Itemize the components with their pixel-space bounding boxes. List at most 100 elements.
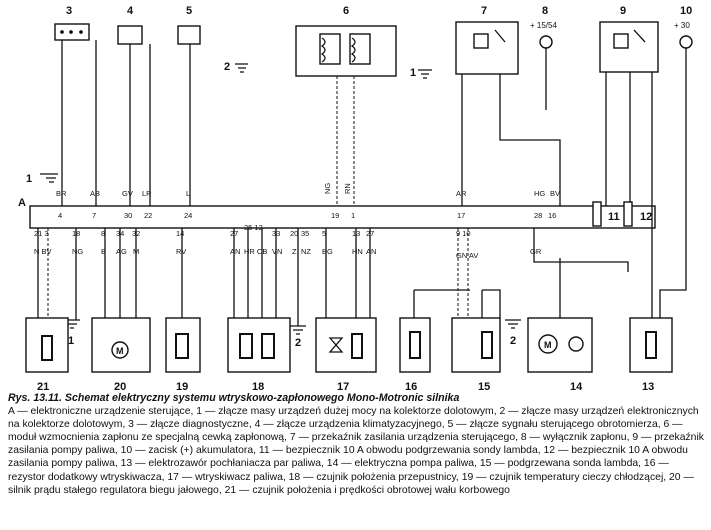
- component-3-diagnostic-connector: 3: [54, 5, 90, 41]
- ground-label: 2: [224, 61, 230, 73]
- top-pin-wire: GV: [122, 189, 133, 198]
- bottom-pin-wire: NZ: [301, 247, 311, 256]
- component-18-throttle-sensor: 18: [227, 317, 291, 392]
- ground-label: 1: [26, 173, 32, 185]
- bottom-pin-num: 9 10: [456, 229, 471, 238]
- bottom-pin-num: 8: [101, 229, 105, 238]
- top-pin-num: 30: [124, 211, 132, 220]
- component-10-supply: + 30: [674, 21, 690, 30]
- top-pin-wire: AR: [456, 189, 467, 198]
- fuse-11-label: 11: [608, 211, 620, 223]
- caption-title: Rys. 13.11. Schemat elektryczny systemu …: [8, 392, 460, 404]
- bottom-pin-num: GR: [530, 247, 542, 256]
- bottom-pin-wire: NG: [72, 247, 83, 256]
- ecu-label: A: [18, 197, 26, 209]
- component-9-label: 9: [620, 5, 626, 17]
- top-pin-wire: RN: [343, 183, 352, 194]
- component-19-coolant-sensor: 19: [165, 317, 201, 392]
- component-10-label: 10: [680, 5, 692, 17]
- caption-body: A — elektroniczne urządzenie sterujące, …: [8, 406, 704, 496]
- bottom-pin-wire: BG: [322, 247, 333, 256]
- top-pin-wire: BV: [550, 189, 560, 198]
- bottom-pin-wire: B: [101, 247, 106, 256]
- component-5-tach-connector: 5: [177, 5, 201, 45]
- component-15-lambda-sensor: 15: [451, 317, 501, 392]
- bottom-pin-wire: VN: [272, 247, 282, 256]
- top-pin-num: 24: [184, 211, 192, 220]
- top-pin-num: 28: [534, 211, 542, 220]
- top-pin-num: 1: [351, 211, 355, 220]
- top-pin-num: 16: [548, 211, 556, 220]
- top-pin-wire: LR: [142, 189, 152, 198]
- pump-motor-icon: M: [544, 340, 552, 350]
- component-9-fuel-pump-relay: 9: [599, 5, 659, 73]
- component-15-label: 15: [478, 381, 490, 392]
- top-pin-wire: L: [186, 189, 190, 198]
- ground-label: 1: [68, 335, 74, 347]
- ground-label: 1: [410, 67, 416, 79]
- ground-symbol: 1: [410, 67, 432, 79]
- top-pin-wire: BR: [56, 189, 67, 198]
- top-pin-num: 7: [92, 211, 96, 220]
- top-pin-wire: AB: [90, 189, 100, 198]
- component-7-ecu-relay: 7: [455, 5, 519, 75]
- component-17-label: 17: [337, 381, 349, 392]
- bottom-pin-wire: AG: [116, 247, 127, 256]
- component-7-label: 7: [481, 5, 487, 17]
- component-18-label: 18: [252, 381, 264, 392]
- component-8-label: 8: [542, 5, 548, 17]
- component-20-idle-motor: M 20: [91, 317, 151, 392]
- bottom-pin-num: 20: [290, 229, 298, 238]
- component-5-label: 5: [186, 5, 192, 17]
- component-20-label: 20: [114, 381, 126, 392]
- bottom-pin-wire: N BV: [34, 247, 52, 256]
- top-pin-num: 4: [58, 211, 62, 220]
- component-19-label: 19: [176, 381, 188, 392]
- fuse-12-label: 12: [640, 211, 652, 223]
- figure-caption: Rys. 13.11. Schemat elektryczny systemu …: [8, 392, 704, 497]
- bottom-pin-num: 14: [176, 229, 184, 238]
- top-pin-wire: HG: [534, 189, 545, 198]
- bottom-pin-wire: Z: [292, 247, 297, 256]
- component-14-label: 14: [570, 381, 583, 392]
- component-10-battery-terminal: + 30 10: [674, 5, 693, 49]
- top-pin-num: 22: [144, 211, 152, 220]
- fuse-12: 12: [623, 201, 652, 227]
- bottom-pin-wire: GN AV: [456, 251, 478, 260]
- component-4-ac-connector: 4: [117, 5, 143, 45]
- ground-symbol: 2: [290, 325, 306, 349]
- top-pin-labels: 4 BR 7 AB 30 GV 22 LR 24 L 19 NG 1 RN 17…: [56, 183, 560, 220]
- bottom-pin-num: 25 12: [244, 223, 263, 232]
- top-pin-num: 19: [331, 211, 339, 220]
- top-pin-wire: NG: [323, 183, 332, 194]
- bottom-pin-wire: AN: [230, 247, 240, 256]
- bottom-pin-num: 5: [322, 229, 326, 238]
- component-21-label: 21: [37, 381, 49, 392]
- component-6-label: 6: [343, 5, 349, 17]
- bottom-pin-num: 21 3: [34, 229, 49, 238]
- ground-symbol: 2: [505, 319, 521, 347]
- bottom-pin-num: 35: [301, 229, 309, 238]
- bottom-pin-wire: RV: [176, 247, 186, 256]
- component-17-fuel-injector: 17: [315, 317, 377, 392]
- component-16-label: 16: [405, 381, 417, 392]
- wiring-diagram: A 3 4 5 6 7 + 15/54 8 9 + 30: [18, 5, 693, 392]
- bottom-pin-wire: HR CB: [244, 247, 267, 256]
- component-13-label: 13: [642, 381, 654, 392]
- ground-label: 2: [295, 337, 301, 349]
- component-16-injector-resistor: 16: [399, 317, 431, 392]
- ground-symbol: 2: [224, 61, 248, 73]
- fuse-11: 11: [592, 201, 620, 227]
- bottom-pin-wire: AN: [366, 247, 376, 256]
- component-14-fuel-pump: M 14: [527, 317, 593, 392]
- component-3-label: 3: [66, 5, 72, 17]
- component-21-crankshaft-sensor: 21: [25, 317, 69, 392]
- component-8-supply: + 15/54: [530, 21, 557, 30]
- top-pin-num: 17: [457, 211, 465, 220]
- ecu-box: [29, 205, 656, 229]
- ground-label: 2: [510, 335, 516, 347]
- component-6-ignition-module: 6: [295, 5, 397, 77]
- component-8-ignition-switch: + 15/54 8: [530, 5, 557, 49]
- component-4-label: 4: [127, 5, 134, 17]
- motor-icon: M: [116, 346, 124, 356]
